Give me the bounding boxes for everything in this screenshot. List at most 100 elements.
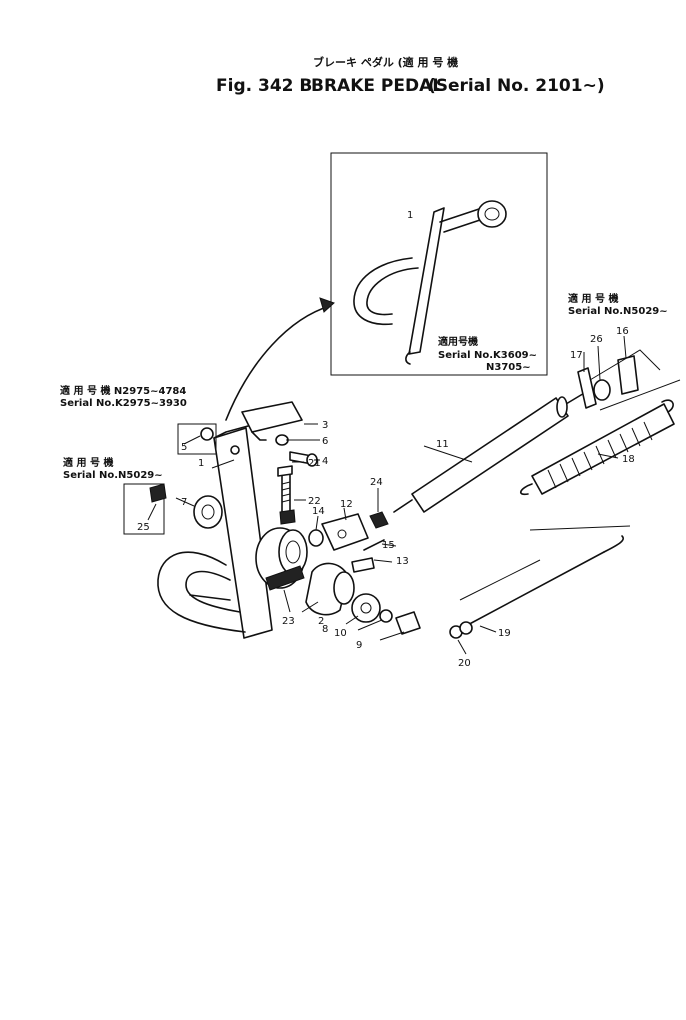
yoke-assembly (308, 511, 389, 573)
leader-26 (597, 345, 601, 381)
leader-20 (457, 639, 467, 655)
pedal-loop-web (189, 594, 231, 601)
pedal-loop-outer (157, 551, 246, 633)
callout-26: 26 (590, 334, 603, 345)
note-right-jp: 適 用 号 機 (568, 292, 618, 305)
washer-8 (351, 593, 381, 623)
leader-13 (373, 559, 393, 563)
leader-14 (315, 515, 319, 531)
inset-callout-1: 1 (407, 210, 413, 221)
leader-15 (381, 543, 397, 547)
rod-19 (449, 525, 631, 639)
washer-26 (593, 379, 611, 401)
rod-11 (393, 391, 587, 513)
leader-5 (183, 435, 201, 445)
spring-18-coils (547, 421, 653, 489)
washer-7 (193, 495, 223, 529)
callout-8: 8 (322, 624, 328, 635)
callout-21: 21 (308, 458, 321, 469)
pedal-plate-hole (230, 445, 240, 455)
washer-8-hole (360, 602, 372, 614)
pin-15 (363, 539, 385, 551)
spring-18-body (531, 403, 675, 495)
leader-23 (283, 589, 291, 613)
pedal-pad (241, 401, 303, 433)
yoke-12-hole (337, 529, 347, 539)
inset-pedal-foot (405, 351, 411, 365)
pedal-plate-bolt (200, 427, 214, 441)
leader-10 (357, 619, 383, 631)
note-top-left-serial: Serial No.K2975~3930 (60, 398, 187, 409)
callout-12: 12 (340, 499, 353, 510)
bolt-9-head (395, 611, 421, 635)
bolt-25 (149, 483, 167, 503)
inset-note-jp: 適用号機 (438, 335, 478, 348)
leader-19 (479, 625, 497, 633)
callout-25: 25 (137, 522, 150, 533)
rod-19-body (461, 551, 605, 629)
leader-lines (147, 335, 627, 655)
callout-15: 15 (382, 540, 395, 551)
callout-4: 4 (322, 456, 328, 467)
brake-pedal (157, 425, 308, 639)
bolt-21-shank (281, 474, 291, 513)
inset-pointer-arrow (225, 305, 331, 421)
rod-11-thread-left (393, 499, 413, 513)
serial-range: (Serial No. 2101~) (428, 76, 605, 96)
inset-pedal-arm (408, 207, 445, 355)
washer-14 (308, 529, 324, 547)
inset-note-serial1: Serial No.K3609~ (438, 350, 537, 361)
callout-13: 13 (396, 556, 409, 567)
leader-2 (301, 601, 319, 613)
callout-5: 5 (181, 442, 187, 453)
pedal-arm (213, 427, 273, 639)
bolt-21-thread (281, 481, 291, 503)
bolt-21-assembly (277, 465, 296, 525)
inset-pedal-loop-inner (366, 267, 419, 316)
leader-25 (147, 503, 157, 521)
leader-11 (423, 445, 473, 463)
pedal-arm-top (213, 425, 249, 439)
rod-11-end (556, 396, 568, 418)
note-top-left-jp: 適 用 号 機 N2975~4784 (60, 384, 186, 397)
callout-7: 7 (181, 497, 187, 508)
fig-number: Fig. 342 B (216, 76, 312, 96)
leader-8 (345, 615, 359, 625)
callout-numbers: 1 2 3 4 5 6 7 8 9 10 11 12 13 14 15 16 1… (137, 326, 635, 669)
note-box-top (177, 423, 217, 455)
bracket-guide-lines (589, 349, 681, 411)
callout-6: 6 (322, 436, 328, 447)
inset-boss (477, 200, 507, 228)
lever-clamp (265, 565, 305, 591)
inset-boss-hole (484, 207, 500, 221)
inset-pointer-arrowhead (319, 297, 335, 313)
callout-14: 14 (312, 506, 325, 517)
rod-11-body (411, 397, 569, 513)
bushing-assembly (305, 562, 421, 635)
leader-7 (175, 497, 195, 507)
washer-7-hole (201, 504, 215, 520)
note-mid-left-serial: Serial No.N5029~ (63, 470, 163, 481)
rod-19-hook (603, 535, 624, 553)
nut-24 (369, 511, 389, 529)
note-box-mid (123, 483, 165, 535)
callout-18: 18 (622, 454, 635, 465)
callout-9: 9 (356, 640, 362, 651)
inset-frame (330, 152, 548, 376)
callout-1: 1 (198, 458, 204, 469)
callout-16: 16 (616, 326, 629, 337)
callout-17: 17 (570, 350, 583, 361)
callout-22: 22 (308, 496, 321, 507)
nut-20b (459, 621, 473, 635)
nut-22 (279, 509, 296, 525)
leader-1 (211, 459, 235, 469)
leader-18 (597, 453, 619, 459)
spring-18-hook-left (520, 483, 533, 496)
callout-20: 20 (458, 658, 471, 669)
spring-18-hook-right (661, 399, 674, 413)
rod-19-guide-lines (459, 525, 631, 601)
pedal-hub-face (278, 529, 308, 575)
bracket-assembly (577, 349, 681, 411)
